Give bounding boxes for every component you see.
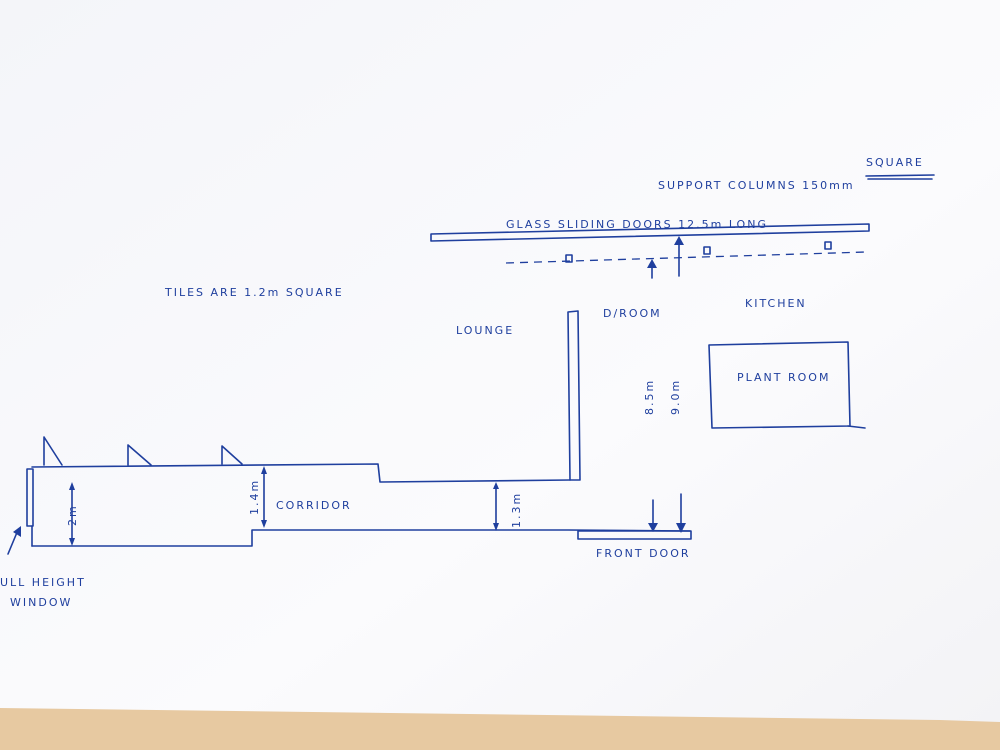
arrowhead-icon bbox=[493, 482, 499, 489]
front-door bbox=[577, 530, 692, 540]
corridor-label: CORRIDOR bbox=[276, 499, 352, 512]
front-door-label: FRONT DOOR bbox=[596, 547, 691, 560]
crossed-out-word bbox=[865, 174, 935, 177]
support-column-1 bbox=[565, 254, 573, 263]
depth-dimension-8-5m: 8.5m bbox=[643, 379, 656, 415]
kitchen-label: KITCHEN bbox=[745, 297, 807, 310]
arrowhead-icon bbox=[261, 520, 267, 528]
window-label-line1: ULL HEIGHT bbox=[0, 576, 86, 589]
door-swing-2 bbox=[127, 444, 152, 466]
arrowhead-icon bbox=[676, 523, 686, 533]
dining-room-label: D/ROOM bbox=[603, 307, 662, 320]
window-label-line2: WINDOW bbox=[10, 596, 72, 609]
door-swing-1 bbox=[43, 436, 63, 466]
plant-room-label: PLANT ROOM bbox=[737, 371, 830, 384]
support-column-2 bbox=[703, 246, 711, 255]
tiles-note: TILES ARE 1.2m SQUARE bbox=[164, 286, 344, 299]
support-columns-square-label: SQUARE bbox=[866, 156, 924, 169]
corridor-north-wall bbox=[31, 463, 571, 483]
corridor-width-1-4m: 1.4m bbox=[248, 479, 261, 515]
corridor-width-2m: 2m bbox=[66, 504, 79, 526]
plant-room-wall-extension bbox=[847, 425, 866, 429]
glass-sliding-door-wall bbox=[430, 223, 870, 242]
paper-sheet bbox=[0, 0, 1000, 722]
depth-dimension-9m: 9.0m bbox=[669, 379, 682, 415]
door-swing-3 bbox=[221, 445, 243, 465]
arrowhead-icon bbox=[261, 466, 267, 474]
arrowhead-icon bbox=[493, 523, 499, 531]
arrowhead-icon bbox=[674, 236, 684, 245]
arrowhead-icon bbox=[13, 526, 21, 537]
arrowhead-icon bbox=[647, 259, 657, 268]
support-columns-label: SUPPORT COLUMNS 150mm bbox=[658, 179, 855, 192]
arrowhead-icon bbox=[648, 523, 658, 532]
lounge-label: LOUNGE bbox=[456, 324, 514, 337]
support-column-3 bbox=[824, 241, 832, 250]
full-height-window bbox=[26, 468, 34, 527]
arrowhead-icon bbox=[69, 482, 75, 490]
lounge-partition-wall bbox=[567, 310, 581, 481]
arrowhead-icon bbox=[69, 538, 75, 546]
corridor-width-1-3m: 1.3m bbox=[510, 492, 523, 528]
